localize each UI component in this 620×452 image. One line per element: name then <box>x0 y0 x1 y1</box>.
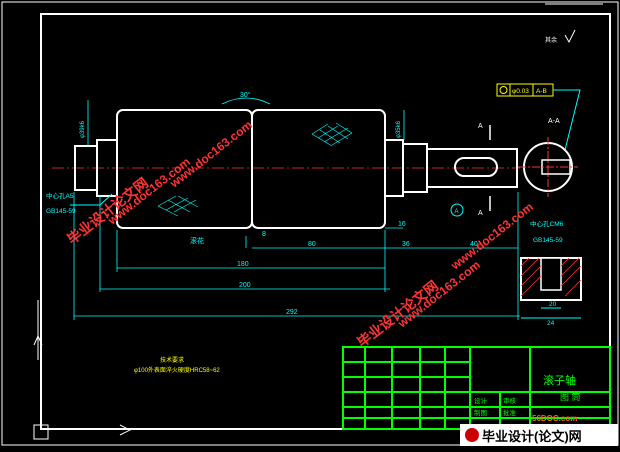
dim-angle-30: 30° <box>240 91 251 99</box>
dim-80: 80 <box>308 241 316 248</box>
datum-a: A <box>455 209 459 215</box>
logo-background <box>460 424 618 446</box>
datum-a-bubble <box>450 203 464 217</box>
cut-mark-top: A <box>478 123 483 130</box>
dim-180: 180 <box>237 261 249 268</box>
logo-url: 56DOC.com <box>532 414 577 423</box>
dim-dia-right: φ35k6 <box>396 120 402 138</box>
inner-frame <box>40 13 611 430</box>
knurl-hatch-bottom <box>157 195 199 217</box>
shaft-outline <box>74 109 518 229</box>
dim-8: 8 <box>262 231 266 238</box>
center-hole-left-standard: GB145-59 <box>46 208 76 215</box>
dim-292: 292 <box>286 309 298 316</box>
dim-dia-left: φ39k6 <box>80 120 86 138</box>
leader-left <box>70 193 113 206</box>
watermark-1-cn: 毕业设计论文网 <box>64 174 151 247</box>
title-block-row1a: 设计 <box>474 396 488 405</box>
section-title: A-A <box>548 118 560 125</box>
watermark-4-url: www.doc163.com <box>447 200 535 273</box>
title-block-sub: 图 筒 <box>560 391 581 402</box>
title-block-row1b: 审核 <box>503 396 517 405</box>
detail-view <box>520 257 582 319</box>
logo-text: 毕业设计(论文)网 <box>482 429 582 444</box>
tech-req-title: 技术要求 <box>160 356 184 364</box>
center-hole-left-label: 中心孔A5 <box>46 191 74 200</box>
section-view-aa <box>518 137 578 197</box>
title-block-row2a: 制图 <box>474 408 487 417</box>
watermark-2-url: www.doc163.com <box>394 258 482 331</box>
knurl-label: 滚花 <box>190 236 204 245</box>
tech-req-text: φ100外表面淬火硬度HRC58~62 <box>134 366 220 374</box>
cut-mark-bottom: A <box>478 210 483 217</box>
title-block-row2b: 批准 <box>503 408 517 417</box>
dim-40: 40 <box>470 241 478 248</box>
center-hole-right-standard: GB145-59 <box>533 237 563 244</box>
logo-icon <box>465 428 479 442</box>
roughness-label: 其余 <box>545 36 557 44</box>
dim-detail-20: 20 <box>549 301 557 308</box>
dim-detail-24: 24 <box>547 320 555 327</box>
center-hole-right-label: 中心孔CM6 <box>530 219 564 228</box>
tolerance-leader <box>553 89 581 151</box>
title-block-name: 滚子轴 <box>543 373 576 387</box>
watermark-group: 毕业设计论文网 www.doc163.com 毕业设计论文网 www.doc16… <box>64 118 536 351</box>
knurl-hatch-top <box>311 122 353 147</box>
corner-box <box>33 424 49 440</box>
watermark-2-cn: 毕业设计论文网 <box>354 277 441 350</box>
dim-16: 16 <box>398 221 406 228</box>
tolerance-datum: A-B <box>536 88 547 95</box>
tolerance-value: φ0.03 <box>512 88 529 95</box>
dim-200: 200 <box>239 282 251 289</box>
watermark-3-url: www.doc163.com <box>166 118 254 191</box>
title-block <box>342 346 611 430</box>
arrow-right-icon <box>119 424 132 436</box>
roughness-icon <box>564 29 576 44</box>
dim-36: 36 <box>402 241 410 248</box>
arrow-up-icon <box>33 334 43 346</box>
dimension-lines <box>73 97 520 320</box>
